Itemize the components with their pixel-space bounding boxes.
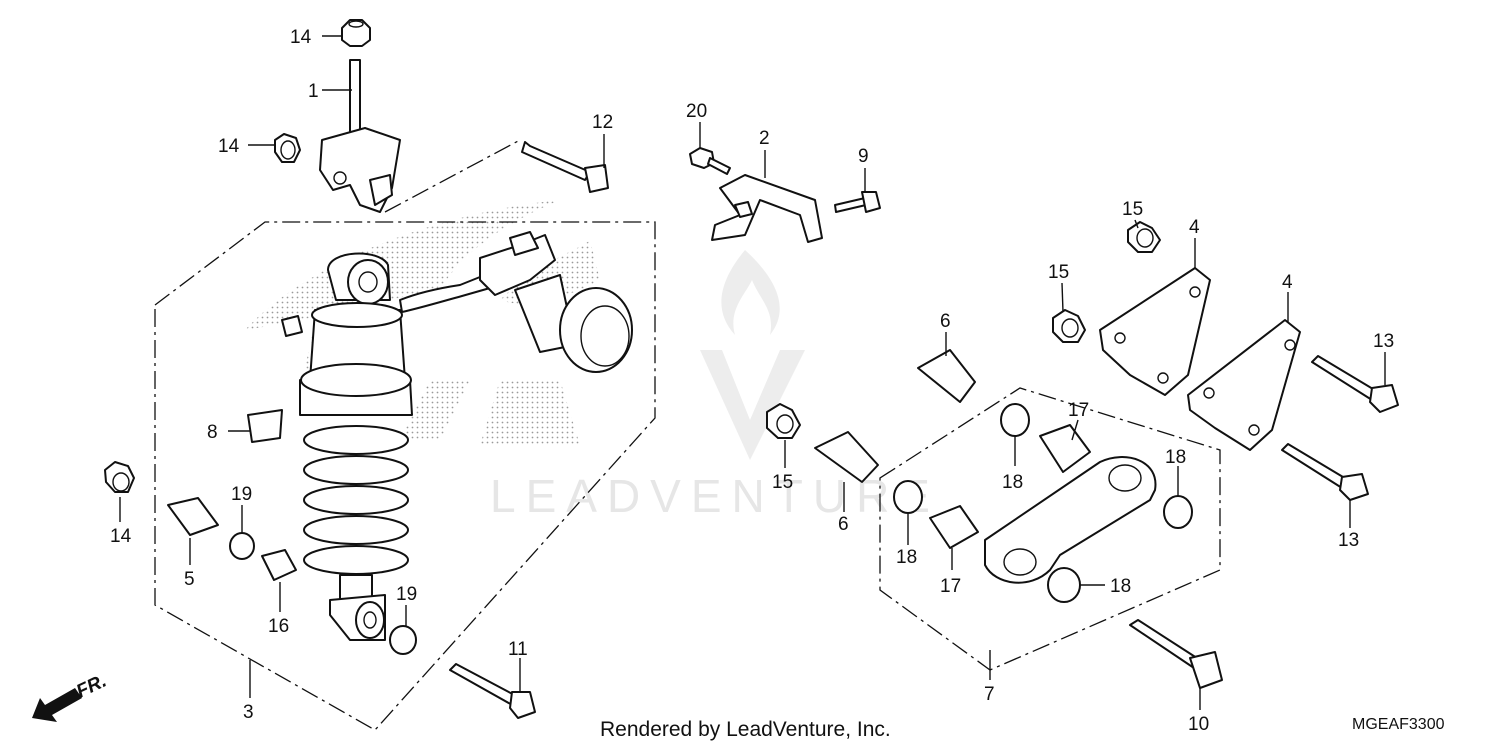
seal-18-a — [1000, 403, 1030, 437]
plate-4-left — [1099, 267, 1211, 396]
callout-13: 13 — [1373, 331, 1394, 352]
bolt-13-lower — [1281, 443, 1369, 501]
callout-16: 16 — [268, 616, 289, 637]
bolt-20 — [689, 147, 731, 175]
callout-4: 4 — [1282, 272, 1293, 293]
callout-5: 5 — [184, 569, 195, 590]
callout-19: 19 — [231, 484, 252, 505]
callout-10: 10 — [1188, 714, 1209, 735]
callout-2: 2 — [759, 128, 770, 149]
callout-17: 17 — [1068, 400, 1089, 421]
callout-13: 13 — [1338, 530, 1359, 551]
washer-19-right — [389, 625, 417, 655]
bolt-12 — [521, 141, 609, 193]
render-credit: Rendered by LeadVenture, Inc. — [600, 718, 891, 741]
collar-16 — [261, 549, 297, 581]
wing-logo-watermark — [245, 200, 560, 330]
shock-absorber-3 — [281, 231, 633, 641]
seal-18-c — [1163, 495, 1193, 529]
callout-18: 18 — [1165, 447, 1186, 468]
watermark-text: LEADVENTURE — [490, 470, 940, 522]
bracket-2 — [711, 174, 823, 243]
callout-14: 14 — [218, 136, 240, 157]
callout-14: 14 — [290, 27, 312, 48]
callout-8: 8 — [207, 422, 218, 443]
arrow-icon — [32, 688, 82, 722]
bushing-17-lower — [929, 505, 979, 549]
bushing-17-upper — [1039, 424, 1091, 473]
callout-15: 15 — [1122, 199, 1143, 220]
callout-18: 18 — [1110, 576, 1131, 597]
washer-19-left — [229, 532, 255, 560]
callout-6: 6 — [940, 311, 951, 332]
bolt-10 — [1129, 619, 1223, 689]
callout-3: 3 — [243, 702, 254, 723]
callout-7: 7 — [984, 684, 995, 705]
band-8 — [247, 409, 283, 443]
bolt-9 — [834, 191, 881, 213]
callout-18: 18 — [896, 547, 917, 568]
callouts: 14 1 14 12 20 2 9 8 14 5 19 16 19 3 11 4… — [110, 27, 1394, 735]
collar-5 — [167, 497, 219, 536]
callout-18: 18 — [1002, 472, 1023, 493]
callout-4: 4 — [1189, 217, 1200, 238]
nut-14-bottom — [104, 461, 135, 493]
nut-15-mid — [1052, 309, 1086, 343]
callout-1: 1 — [308, 81, 319, 102]
callout-15: 15 — [1048, 262, 1069, 283]
collar-6-lower — [814, 431, 879, 483]
callout-6: 6 — [838, 514, 849, 535]
nut-14-left — [274, 133, 301, 163]
shock-assembly-outline — [154, 221, 656, 731]
v-logo-watermark — [700, 350, 805, 460]
nut-14-top — [341, 19, 371, 47]
link-7 — [984, 456, 1157, 584]
bolt-leader-dash — [384, 139, 521, 213]
callout-19: 19 — [396, 584, 417, 605]
front-direction-arrow: FR. — [32, 671, 110, 722]
collar-6-upper — [917, 349, 976, 403]
seal-18-d — [1047, 567, 1081, 603]
bolt-13-upper — [1311, 355, 1399, 413]
callout-20: 20 — [686, 101, 707, 122]
nut-15-low — [766, 403, 801, 439]
bolt-11 — [449, 663, 536, 719]
callout-11: 11 — [508, 639, 528, 660]
seal-18-b — [893, 480, 923, 514]
diagram-code: MGEAF3300 — [1352, 716, 1445, 733]
callout-15: 15 — [772, 472, 793, 493]
flame-logo-watermark — [721, 250, 780, 335]
callout-12: 12 — [592, 112, 613, 133]
callout-9: 9 — [858, 146, 869, 167]
callout-17: 17 — [940, 576, 961, 597]
callout-14: 14 — [110, 526, 132, 547]
nut-15-top — [1127, 221, 1161, 253]
upper-mount-1 — [319, 59, 401, 213]
leader-lines — [119, 35, 1386, 710]
link-assembly-outline — [879, 387, 1221, 671]
plate-4-right — [1187, 319, 1301, 451]
